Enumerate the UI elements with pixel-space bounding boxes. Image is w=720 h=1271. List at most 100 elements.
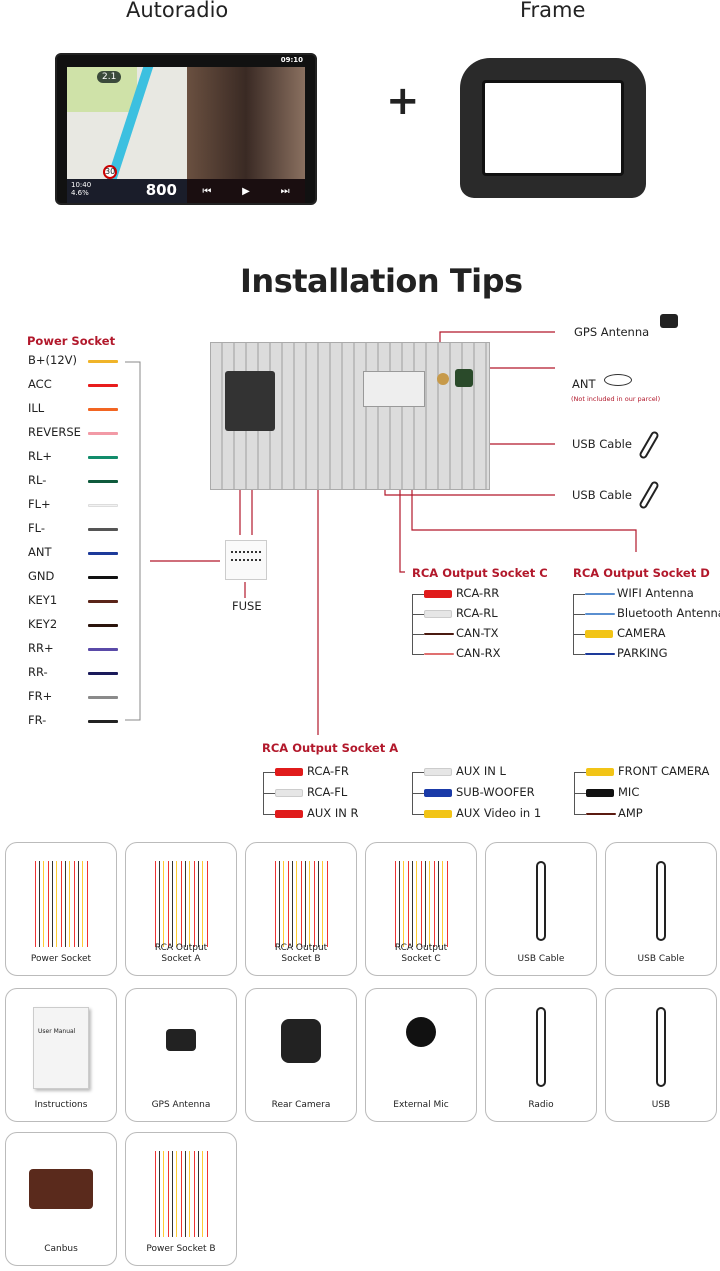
socket-d-title: RCA Output Socket D [573, 566, 710, 580]
mic-icon [406, 1017, 436, 1047]
accessory-card-harness: Power Socket [5, 842, 117, 976]
power-wire-label: RL- [28, 473, 47, 487]
socket-item-label: RCA-FR [307, 764, 349, 778]
socket-item-label: RCA-RR [456, 586, 500, 600]
fuse-box [225, 540, 267, 580]
accessory-card-rca: RCA Output Socket C [365, 842, 477, 976]
accessory-label: Instructions [34, 1100, 88, 1110]
power-wire-label: GND [28, 569, 55, 583]
wire-icon [585, 653, 615, 655]
bracket-tick [412, 772, 424, 773]
rca-plug-icon [275, 810, 303, 818]
wire-fl- [88, 528, 118, 531]
power-wire-label: ANT [28, 545, 52, 559]
power-wire-label: KEY1 [28, 593, 58, 607]
installation-tips-title: Installation Tips [240, 262, 523, 300]
accessory-label: Canbus [44, 1244, 78, 1254]
socket-item-label: CAMERA [617, 626, 666, 640]
rca-icon [391, 861, 451, 947]
rca-plug-icon [586, 768, 614, 776]
bracket-tick [412, 634, 424, 635]
bracket-tick [263, 793, 275, 794]
power-wire-label: FL+ [28, 497, 51, 511]
rca-plug-icon [424, 810, 452, 818]
accessory-card-rca: RCA Output Socket B [245, 842, 357, 976]
canbus-icon [29, 1169, 93, 1209]
bracket-tick [574, 793, 586, 794]
power-wire-label: KEY2 [28, 617, 58, 631]
accessory-label: External Mic [393, 1100, 449, 1110]
ant-label: ANT [572, 377, 596, 391]
frame-title: Frame [520, 0, 586, 22]
wire-fl- [88, 504, 118, 507]
wire-gnd [88, 576, 118, 579]
socket-item-label: RCA-RL [456, 606, 498, 620]
socket-item-label: AUX IN L [456, 764, 506, 778]
status-time: 09:10 [280, 56, 303, 64]
manual-title: User Manual [38, 1028, 76, 1035]
wire-key1 [88, 600, 118, 603]
accessory-label: GPS Antenna [151, 1100, 211, 1110]
antenna-icon [604, 374, 632, 386]
power-wire-label: RL+ [28, 449, 53, 463]
next-icon[interactable]: ⏭ [280, 185, 290, 197]
power-wire-label: ACC [28, 377, 52, 391]
socket-a-title: RCA Output Socket A [262, 741, 399, 755]
accessory-label: Radio [528, 1100, 554, 1110]
wire-rr- [88, 648, 118, 651]
accessory-card-usb: USB [605, 988, 717, 1122]
previous-icon[interactable]: ⏮ [202, 185, 212, 197]
socket-item-label: Bluetooth Antenna [617, 606, 720, 620]
bracket-tick [263, 772, 275, 773]
accessory-label: Power Socket B [146, 1244, 216, 1254]
wire-acc [88, 384, 118, 387]
accessory-label: Rear Camera [271, 1100, 331, 1110]
bracket-tick [573, 654, 585, 655]
bracket-tick [263, 814, 275, 815]
harness-icon [31, 861, 91, 947]
accessory-label: RCA Output Socket B [274, 943, 328, 964]
bracket-tick [574, 772, 586, 773]
radio-icon [536, 1007, 546, 1087]
gps-antenna-label: GPS Antenna [574, 325, 650, 339]
harness-icon [151, 1151, 211, 1237]
wire-icon [424, 633, 454, 635]
power-wire-label: FR- [28, 713, 47, 727]
usb-cable-label-1: USB Cable [572, 437, 632, 451]
rca-plug-icon [275, 789, 303, 797]
accessory-label: USB Cable [637, 954, 685, 964]
eta-time: 10:40 [71, 181, 92, 189]
accessory-label: RCA Output Socket C [394, 943, 448, 964]
rca-plug-icon [424, 768, 452, 776]
power-socket-title: Power Socket [27, 334, 116, 348]
rca-plug-icon [275, 768, 303, 776]
accessory-card-cable: USB Cable [485, 842, 597, 976]
wire-icon [585, 593, 615, 595]
rca-icon [271, 861, 331, 947]
rca-connectors [363, 371, 425, 407]
wire-fr- [88, 696, 118, 699]
wire-ant [88, 552, 118, 555]
accessory-label: USB [651, 1100, 671, 1110]
bracket-tick [573, 594, 585, 595]
socket-bracket [412, 594, 420, 654]
wire-key2 [88, 624, 118, 627]
wire-rl- [88, 480, 118, 483]
socket-item-label: WIFI Antenna [617, 586, 694, 600]
accessory-card-camera: Rear Camera [245, 988, 357, 1122]
power-wire-label: FR+ [28, 689, 53, 703]
map-view: 2.1 30 [67, 67, 187, 179]
speed-limit-sign: 30 [103, 165, 117, 179]
play-icon[interactable]: ▶ [242, 185, 250, 197]
bracket-tick [573, 614, 585, 615]
fuse-label: FUSE [232, 599, 262, 613]
socket-item-label: PARKING [617, 646, 668, 660]
power-wire-label: RR- [28, 665, 48, 679]
socket-item-label: FRONT CAMERA [618, 764, 710, 778]
accessory-card-gps: GPS Antenna [125, 988, 237, 1122]
socket-item-label: AMP [618, 806, 643, 820]
ant-note: (Not included in our parcel) [571, 395, 661, 403]
socket-item-label: SUB-WOOFER [456, 785, 535, 799]
wire-icon [585, 613, 615, 615]
